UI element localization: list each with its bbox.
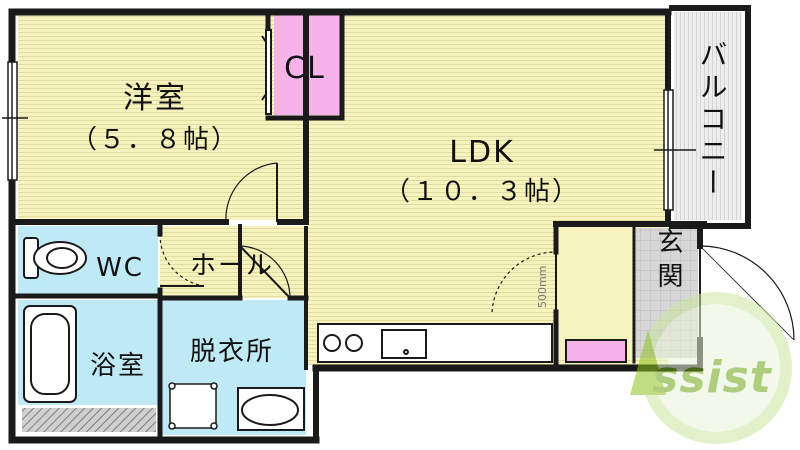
ldk-size: （１０．３帖） xyxy=(384,177,580,207)
shoe-storage-floor xyxy=(558,228,632,358)
wash-basin xyxy=(237,387,305,431)
western-room-floor xyxy=(18,15,306,220)
ldk-label: LDK xyxy=(449,135,515,170)
closet-label: CL xyxy=(284,51,326,86)
bath-label: 浴室 xyxy=(90,351,146,381)
svg-text:ssist: ssist xyxy=(652,352,773,403)
bathtub xyxy=(23,305,77,403)
western-room-label: 洋室 xyxy=(123,81,187,116)
wc-label: WC xyxy=(96,253,144,283)
shoe-cabinet xyxy=(565,339,627,363)
dimension-label: 500mm xyxy=(536,266,549,308)
watermark-logo: ssist xyxy=(630,292,792,444)
walls xyxy=(8,5,751,444)
bath-storage xyxy=(22,408,156,432)
dressing-label: 脱衣所 xyxy=(190,337,274,367)
balcony-label: バルコニー xyxy=(696,40,729,200)
washing-machine xyxy=(168,382,218,430)
toilet xyxy=(23,237,87,279)
windows xyxy=(2,61,696,211)
western-room-size: （５．８帖） xyxy=(71,125,239,155)
entrance-label: 玄関 xyxy=(653,228,683,296)
hall-label: ホール xyxy=(190,251,274,281)
balcony-floor xyxy=(674,12,742,220)
kitchen-counter xyxy=(317,323,553,363)
closet-doors xyxy=(261,29,272,115)
